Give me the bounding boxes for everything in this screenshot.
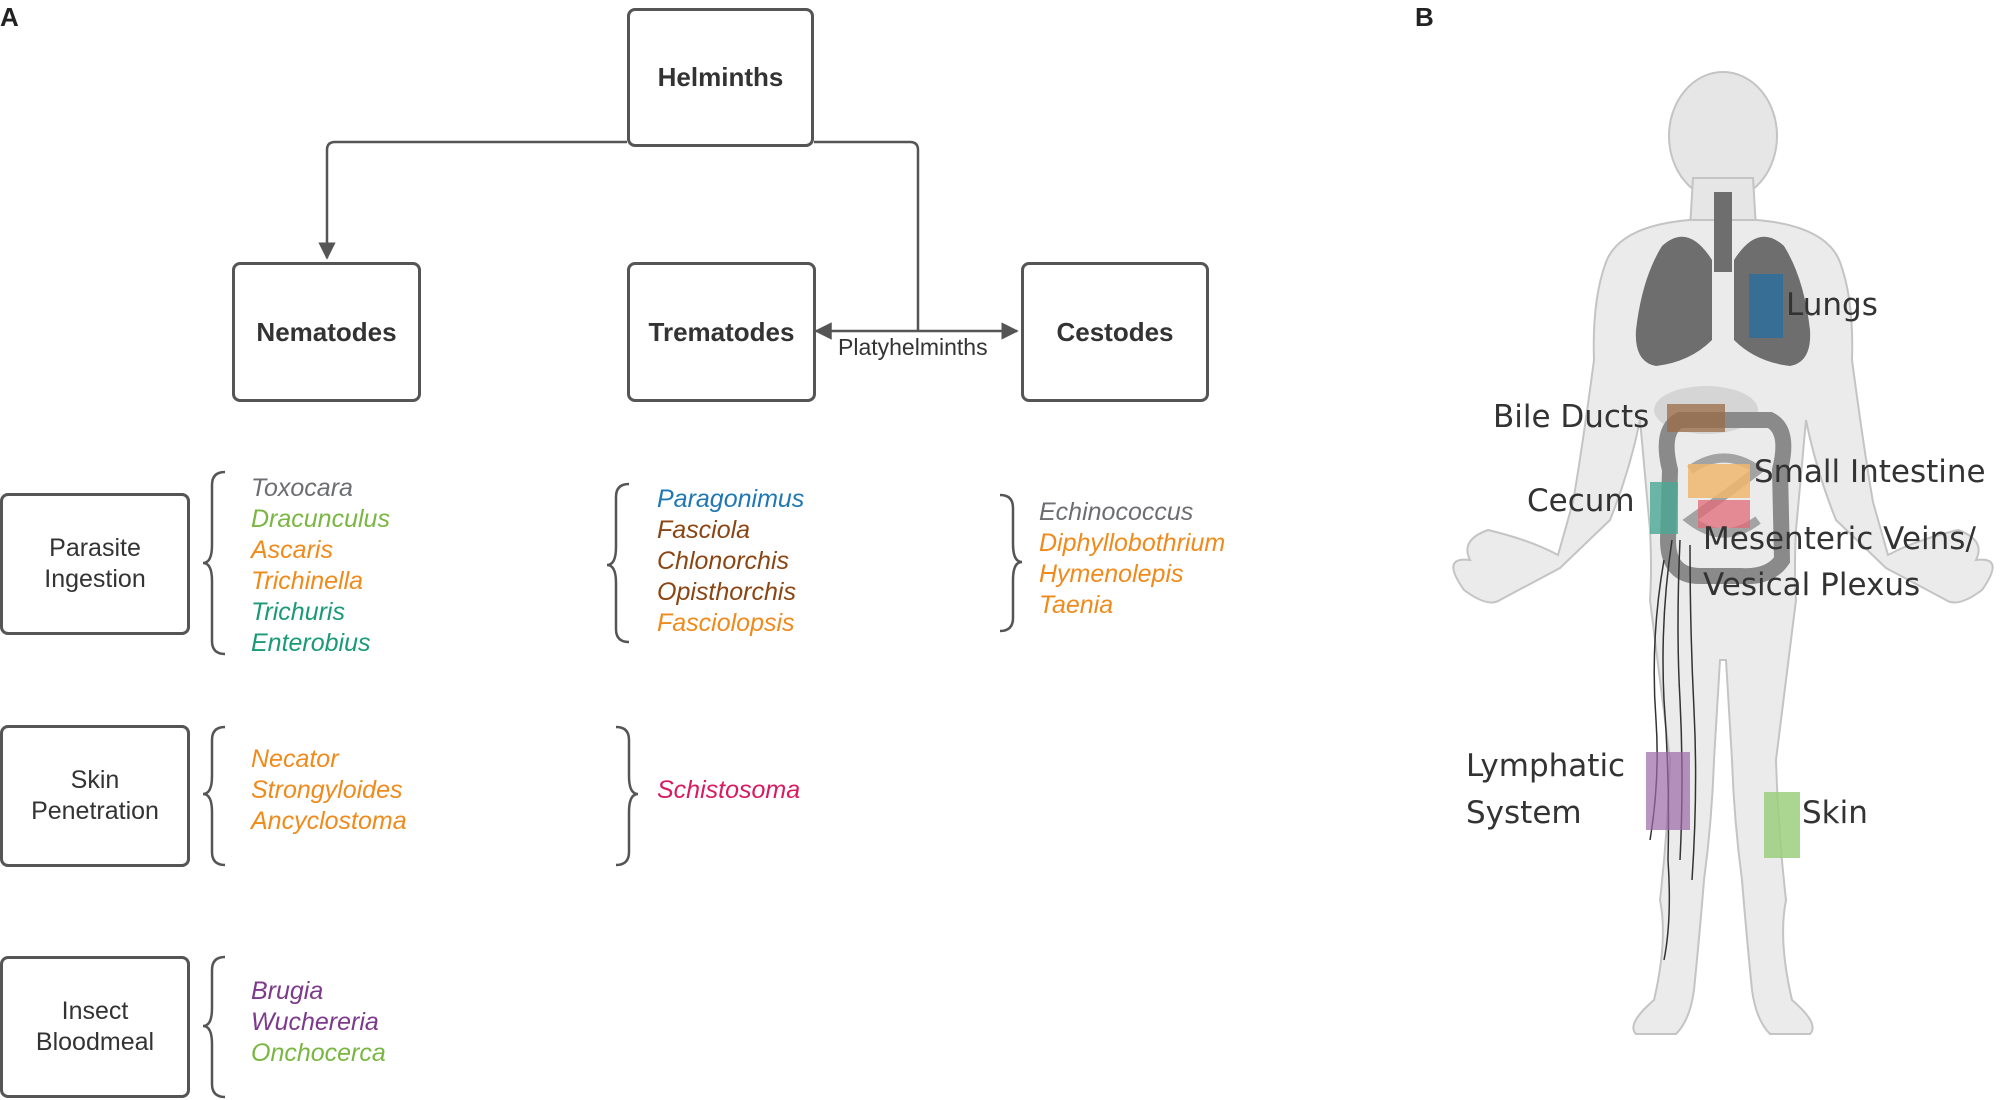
marker-small-intestine: [1688, 464, 1750, 498]
species-name: Dracunculus: [251, 505, 390, 533]
route-label-line1: Parasite: [49, 534, 141, 562]
platyhelminths-label: Platyhelminths: [838, 334, 988, 360]
bracket-trem-ingestion: [606, 482, 630, 644]
label-bile-ducts: Bile Ducts: [1493, 399, 1650, 435]
helminths-box: Helminths: [627, 8, 814, 147]
bracket-nem-ingestion: [202, 470, 226, 656]
species-name: Enterobius: [251, 629, 371, 657]
species-name: Wuchereria: [251, 1008, 379, 1036]
arrow-to-nematodes: [318, 140, 627, 260]
species-name: Ancyclostoma: [251, 807, 407, 835]
trachea: [1714, 192, 1732, 272]
nematodes-box: Nematodes: [232, 262, 421, 402]
species-name: Hymenolepis: [1039, 560, 1184, 588]
nematodes-label: Nematodes: [256, 316, 397, 347]
label-mesenteric-line2: Vesical Plexus: [1703, 567, 1921, 603]
species-name: Chlonorchis: [657, 547, 790, 575]
marker-mesenteric: [1698, 500, 1750, 528]
bracket-cest-ingestion: [999, 493, 1023, 633]
route-label-line2: Bloodmeal: [35, 1028, 155, 1056]
route-label-line1: Skin: [70, 766, 120, 794]
bracket-trem-skin: [615, 725, 639, 867]
helminths-label: Helminths: [657, 62, 784, 92]
trematodes-label: Trematodes: [648, 316, 795, 347]
species-name: Fasciola: [657, 516, 751, 544]
marker-lungs: [1749, 274, 1783, 338]
marker-lymphatic: [1646, 752, 1690, 830]
species-name: Toxocara: [251, 474, 353, 502]
label-skin: Skin: [1802, 795, 1868, 831]
label-small-intestine: Small Intestine: [1754, 454, 1986, 490]
species-list-trematodes-skin: Schistosoma: [657, 775, 800, 806]
panel-label-b: B: [1415, 2, 1434, 32]
species-name: Opisthorchis: [657, 578, 796, 606]
marker-bile-ducts: [1667, 404, 1725, 432]
label-lymphatic-line2: System: [1466, 795, 1582, 831]
species-name: Ascaris: [251, 536, 333, 564]
species-name: Onchocerca: [251, 1039, 386, 1067]
brackets: [202, 470, 1023, 1099]
label-lungs: Lungs: [1786, 287, 1878, 323]
species-name: Schistosoma: [657, 776, 801, 804]
species-name: Trichuris: [251, 598, 345, 626]
marker-cecum: [1650, 482, 1678, 534]
label-lymphatic-line1: Lymphatic: [1466, 748, 1626, 784]
species-name: Diphyllobothrium: [1039, 529, 1226, 557]
bracket-nem-skin: [202, 725, 226, 867]
marker-skin: [1764, 792, 1800, 858]
bracket-nem-insect: [202, 955, 226, 1099]
cestodes-label: Cestodes: [1056, 316, 1174, 347]
species-name: Necator: [251, 745, 339, 773]
species-name: Brugia: [251, 977, 324, 1005]
label-cecum: Cecum: [1527, 483, 1635, 519]
cestodes-box: Cestodes: [1021, 262, 1209, 402]
species-name: Fasciolopsis: [657, 609, 795, 637]
trematodes-box: Trematodes: [627, 262, 816, 402]
connector-to-platyhelminths: [814, 140, 920, 331]
label-mesenteric-line1: Mesenteric Veins/: [1703, 521, 1976, 557]
route-label-line1: Insect: [61, 997, 129, 1025]
panel-label-a: A: [0, 2, 19, 32]
route-label-line2: Penetration: [31, 797, 159, 825]
species-name: Trichinella: [251, 567, 364, 595]
lung-left: [1635, 236, 1712, 366]
species-name: Strongyloides: [251, 776, 403, 804]
body-torso: [1452, 219, 1994, 1035]
species-name: Echinococcus: [1039, 498, 1194, 526]
species-name: Paragonimus: [657, 485, 805, 513]
route-label-line2: Ingestion: [44, 565, 146, 593]
species-name: Taenia: [1039, 591, 1114, 619]
